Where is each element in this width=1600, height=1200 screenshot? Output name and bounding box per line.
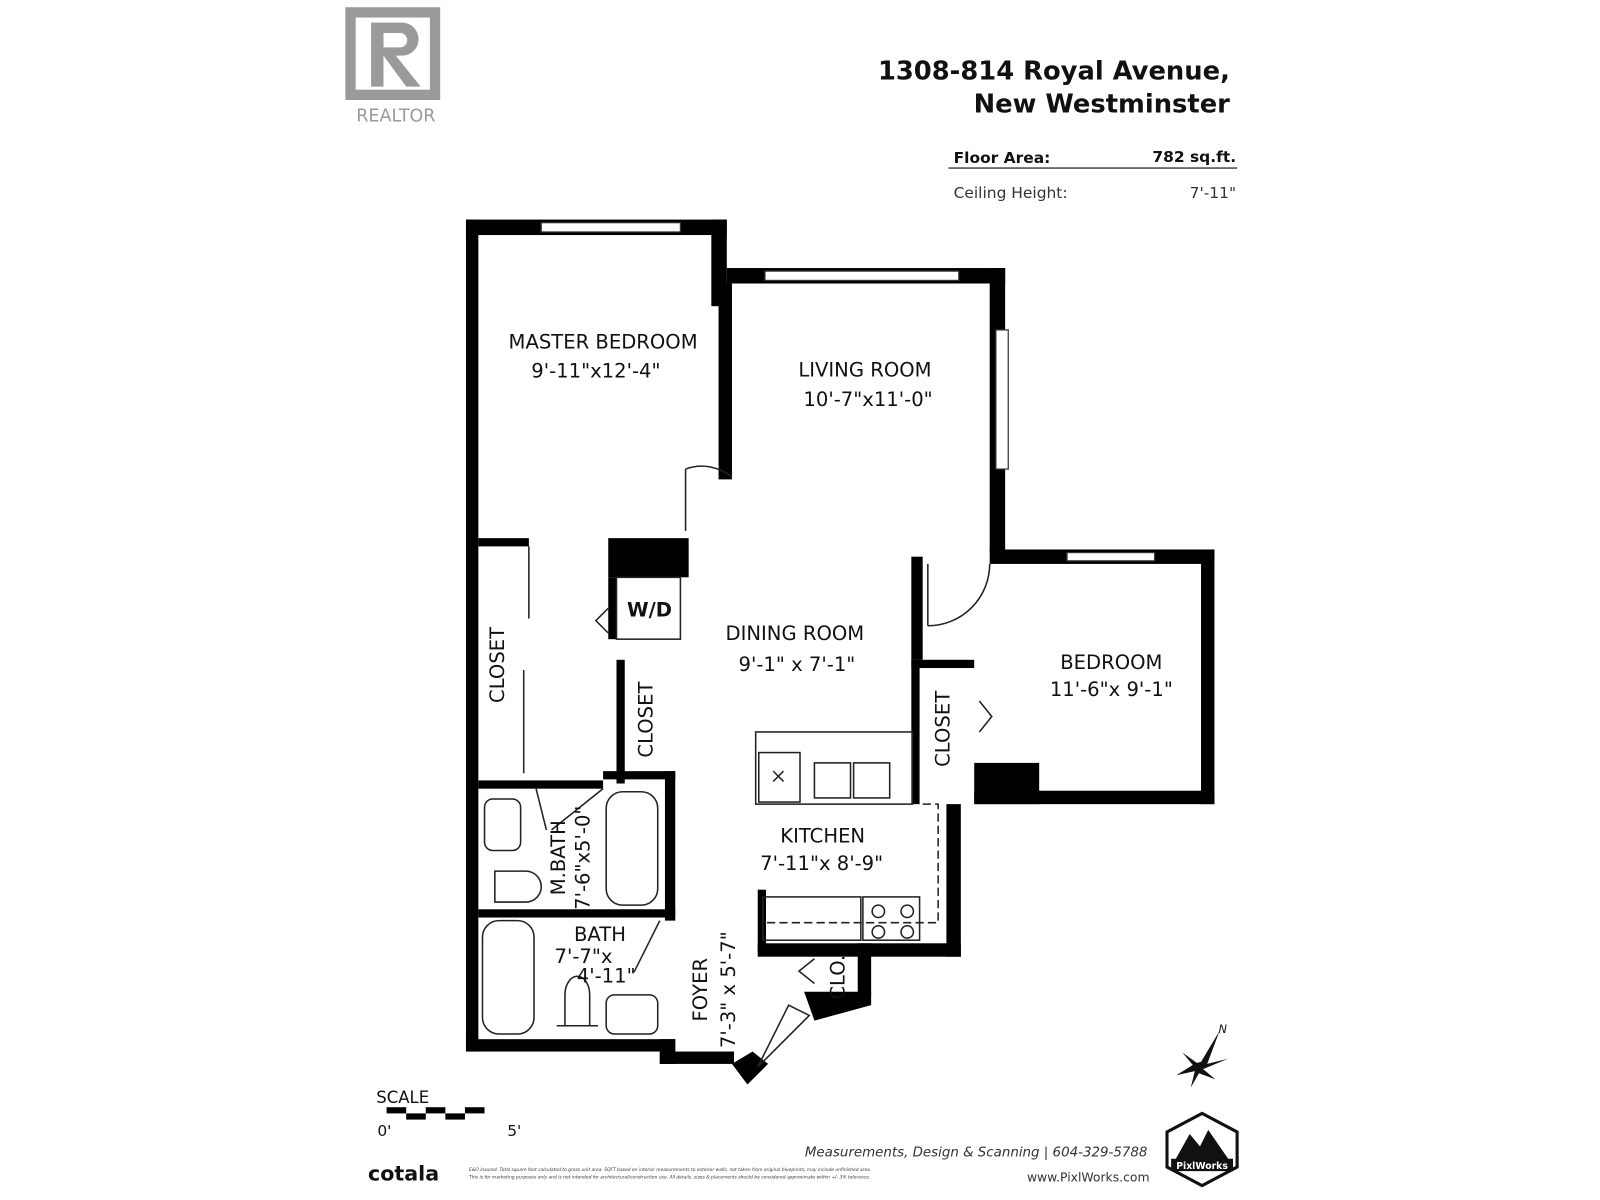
master-bath-size: 7'-6"x5'-0" [572, 806, 595, 910]
address-line2: New Westminster [974, 89, 1231, 119]
kitchen-name: KITCHEN [780, 824, 865, 847]
scale-end: 5' [507, 1122, 521, 1140]
master-bedroom-size: 9'-11"x12'-4" [531, 359, 660, 382]
address-line1: 1308-814 Royal Avenue, [878, 56, 1230, 86]
compass-icon: N [1176, 1022, 1228, 1088]
master-bedroom-name: MASTER BEDROOM [509, 330, 698, 353]
windows [540, 222, 1156, 562]
kitchen-size: 7'-11"x 8'-9" [760, 852, 883, 875]
dining-room-name: DINING ROOM [726, 622, 865, 645]
credits-text: Measurements, Design & Scanning | 604-32… [805, 1146, 1148, 1161]
website-text: www.PixlWorks.com [1027, 1170, 1150, 1184]
clo-label: CLO. [826, 955, 849, 1000]
room-labels: MASTER BEDROOM 9'-11"x12'-4" LIVING ROOM… [486, 330, 1173, 1048]
bath-size-line2: 4'-11" [577, 964, 636, 987]
cotala-logo: cotala [368, 1161, 439, 1185]
realtor-logo-text: REALTOR [356, 107, 435, 127]
closet-hall-label: CLOSET [635, 681, 658, 758]
closet-bedroom-label: CLOSET [931, 690, 954, 767]
living-room-size: 10'-7"x11'-0" [803, 388, 932, 411]
ceiling-height-label: Ceiling Height: [954, 184, 1068, 202]
pixlworks-logo: PixlWorks [1165, 1111, 1239, 1188]
disclaimer-line2: This is for marketing purposes only and … [469, 1174, 870, 1180]
dining-room-size: 9'-1" x 7'-1" [739, 653, 856, 676]
wd-label: W/D [627, 598, 672, 621]
doors-fixtures [481, 465, 993, 1068]
bedroom-size: 11'-6"x 9'-1" [1050, 678, 1173, 701]
closet-master-label: CLOSET [486, 626, 509, 703]
pixlworks-logo-text: PixlWorks [1176, 1161, 1228, 1172]
bath-size-line1: 7'-7"x [555, 945, 613, 968]
foyer-name: FOYER [689, 958, 712, 1022]
ceiling-height-value: 7'-11" [1190, 184, 1236, 202]
compass-north-label: N [1219, 1022, 1228, 1036]
master-bath-name: M.BATH [547, 820, 570, 895]
bath-name: BATH [574, 923, 626, 946]
floor-area-label: Floor Area: [954, 149, 1051, 167]
disclaimer-line1: E&O insured. Total square foot calculate… [469, 1167, 871, 1173]
foyer-size: 7'-3" x 5'-7" [717, 931, 740, 1048]
scale-label: SCALE [376, 1088, 429, 1107]
bedroom-name: BEDROOM [1060, 651, 1162, 674]
realtor-logo: REALTOR [345, 7, 441, 127]
scale-start: 0' [377, 1122, 391, 1140]
scale-bar: SCALE 0' 5' [376, 1088, 521, 1140]
floor-area-value: 782 sq.ft. [1152, 148, 1236, 166]
living-room-name: LIVING ROOM [798, 358, 931, 381]
